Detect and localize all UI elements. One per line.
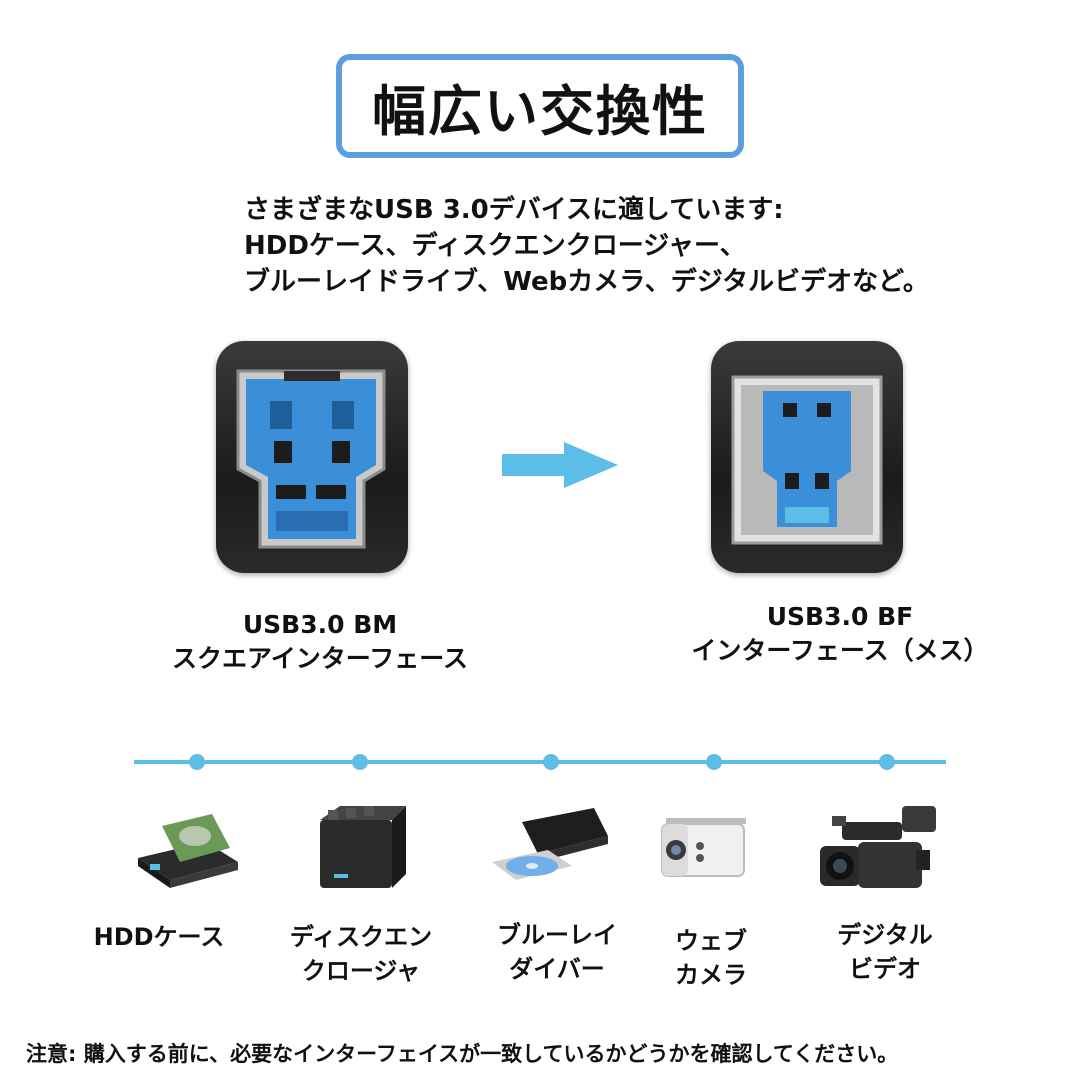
device-label-disk-enclosure-line-1: ディスクエン bbox=[289, 923, 433, 951]
description-line-2: HDDケース、ディスクエンクロージャー、 bbox=[244, 231, 746, 261]
usb-bf-connector-icon bbox=[711, 341, 903, 573]
page-title: 幅広い交換性 bbox=[372, 79, 708, 143]
usb-bf-label-line-2: インターフェース（メス） bbox=[691, 636, 989, 665]
description-line-3: ブルーレイドライブ、Webカメラ、デジタルビデオなど。 bbox=[244, 267, 929, 297]
usb-bm-label-line-2: スクエアインターフェース bbox=[171, 644, 468, 673]
description: さまざまなUSB 3.0デバイスに適しています: HDDケース、ディスクエンクロ… bbox=[244, 192, 1024, 300]
timeline-dot bbox=[352, 754, 368, 770]
timeline-dot bbox=[189, 754, 205, 770]
device-label-disk-enclosure-line-2: クロージャ bbox=[301, 957, 421, 985]
device-label-bluray: ブルーレイ ダイバー bbox=[472, 918, 642, 986]
device-label-video-line-2: ビデオ bbox=[849, 955, 921, 983]
timeline-dot bbox=[706, 754, 722, 770]
device-label-hdd: HDDケース bbox=[74, 920, 244, 954]
device-label-hdd-line-1: HDDケース bbox=[93, 923, 225, 951]
hdd-enclosure-icon bbox=[132, 806, 242, 890]
device-label-video: デジタル ビデオ bbox=[810, 918, 960, 986]
usb-bf-label-line-1: USB3.0 BF bbox=[766, 602, 914, 631]
usb-bm-connector-icon bbox=[216, 341, 408, 573]
timeline-dot bbox=[879, 754, 895, 770]
webcam-icon bbox=[656, 810, 750, 884]
device-label-bluray-line-2: ダイバー bbox=[509, 955, 605, 983]
device-label-video-line-1: デジタル bbox=[837, 921, 933, 949]
description-line-1: さまざまなUSB 3.0デバイスに適しています: bbox=[244, 195, 784, 225]
device-timeline bbox=[134, 754, 946, 770]
usb-bf-label: USB3.0 BF インターフェース（メス） bbox=[660, 600, 1020, 668]
bluray-drive-icon bbox=[488, 806, 610, 890]
usb-bm-label-line-1: USB3.0 BM bbox=[242, 610, 398, 639]
title-box: 幅広い交換性 bbox=[336, 54, 744, 158]
purchase-note: 注意: 購入する前に、必要なインターフェイスが一致しているかどうかを確認してくだ… bbox=[26, 1042, 899, 1066]
arrow-right-icon bbox=[502, 442, 618, 488]
device-label-bluray-line-1: ブルーレイ bbox=[497, 921, 617, 949]
usb-bm-label: USB3.0 BM スクエアインターフェース bbox=[150, 608, 490, 676]
device-label-webcam-line-2: カメラ bbox=[675, 961, 747, 989]
disk-enclosure-icon bbox=[314, 800, 406, 892]
device-label-webcam-line-1: ウェブ bbox=[675, 927, 747, 955]
timeline-dot bbox=[543, 754, 559, 770]
device-label-webcam: ウェブ カメラ bbox=[636, 924, 786, 992]
video-camera-icon bbox=[818, 802, 944, 896]
device-label-disk-enclosure: ディスクエン クロージャ bbox=[266, 920, 456, 988]
